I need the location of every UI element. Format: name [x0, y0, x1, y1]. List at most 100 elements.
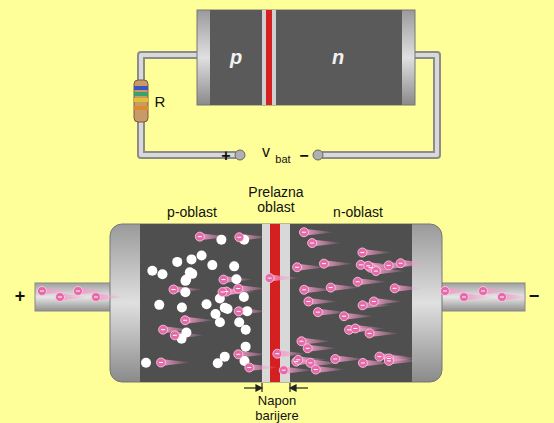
electron [159, 325, 168, 334]
electron [498, 293, 507, 302]
electron-charge-mark [374, 271, 378, 272]
electron-charge-mark [481, 291, 485, 292]
electron [319, 259, 328, 268]
electron [234, 350, 243, 359]
electron-charge-mark [236, 354, 240, 355]
diode-body [197, 10, 415, 105]
electron [351, 324, 360, 333]
electron [38, 287, 47, 296]
electron-charge-mark [161, 329, 165, 330]
hole [197, 251, 207, 261]
electron [293, 263, 302, 272]
electron-charge-mark [306, 301, 310, 302]
region-letter: p [230, 46, 242, 69]
electron-charge-mark [94, 297, 98, 298]
electron-charge-mark [302, 232, 306, 233]
electron-charge-mark [171, 289, 175, 290]
terminal-sign: + [221, 148, 230, 163]
electron [273, 349, 282, 358]
hole [223, 304, 233, 314]
electron [375, 352, 384, 361]
electron [358, 358, 367, 367]
electron-charge-mark [353, 328, 357, 329]
terminal-sign: − [529, 289, 540, 304]
electron-charge-mark [359, 264, 363, 265]
electron [294, 355, 303, 364]
hole [242, 306, 252, 316]
electron-charge-mark [368, 333, 372, 334]
hole [154, 300, 164, 310]
electron [308, 239, 317, 248]
hole [234, 317, 244, 327]
electron [326, 283, 335, 292]
electron [279, 366, 288, 375]
hole [147, 266, 157, 276]
electron [339, 312, 348, 321]
electron [358, 301, 367, 310]
hole [207, 260, 217, 270]
electron-charge-mark [322, 263, 326, 264]
electron [371, 267, 380, 276]
region-label: Prelazna oblast [236, 185, 316, 215]
electron [234, 284, 243, 293]
voltage-symbol: v [262, 144, 270, 159]
electron [460, 293, 469, 302]
electron-charge-mark [183, 320, 187, 321]
electron [157, 358, 166, 367]
electron [384, 261, 393, 270]
electron [245, 363, 254, 372]
hole [172, 257, 182, 267]
electron [441, 287, 450, 296]
region-label: n-oblast [333, 205, 383, 220]
electron-charge-mark [275, 353, 279, 354]
electron-charge-mark [314, 369, 318, 370]
electron-charge-mark [221, 292, 225, 293]
hole [202, 299, 212, 309]
electron [358, 248, 367, 257]
electron-charge-mark [76, 291, 80, 292]
electron [384, 356, 393, 365]
electron-charge-mark [443, 291, 447, 292]
electron-charge-mark [302, 289, 306, 290]
electron-charge-mark [366, 265, 370, 266]
hole [239, 292, 249, 302]
hole [180, 287, 190, 297]
hole [181, 328, 191, 338]
electron [265, 274, 274, 283]
hole [213, 358, 223, 368]
electron [313, 308, 322, 317]
electron-charge-mark [295, 267, 299, 268]
electron-charge-mark [237, 311, 241, 312]
hole [231, 274, 241, 284]
resistor-label: R [155, 94, 166, 109]
electron-charge-mark [333, 358, 337, 359]
hole [211, 309, 221, 319]
electron-charge-mark [387, 265, 391, 266]
electron [304, 297, 313, 306]
electron-charge-mark [393, 288, 397, 289]
electron-charge-mark [58, 297, 62, 298]
electron [56, 293, 65, 302]
electron [364, 261, 373, 270]
charge-carriers [38, 228, 533, 375]
terminal-sign: + [15, 289, 26, 304]
electron-charge-mark [500, 297, 504, 298]
electron-charge-mark [368, 267, 372, 268]
electron [169, 285, 178, 294]
electron [195, 232, 204, 241]
electron-charge-mark [377, 356, 381, 357]
electron [353, 277, 362, 286]
hole [241, 325, 251, 335]
electron [311, 365, 320, 374]
hole [185, 267, 195, 277]
electron [219, 275, 228, 284]
electron [181, 316, 190, 325]
electron-charge-mark [462, 297, 466, 298]
voltage-subscript: bat [275, 152, 290, 167]
electron-charge-mark [387, 360, 391, 361]
electron-charge-mark [237, 237, 241, 238]
electron-charge-mark [342, 316, 346, 317]
hole [141, 358, 151, 368]
electron [365, 329, 374, 338]
electron [331, 354, 340, 363]
